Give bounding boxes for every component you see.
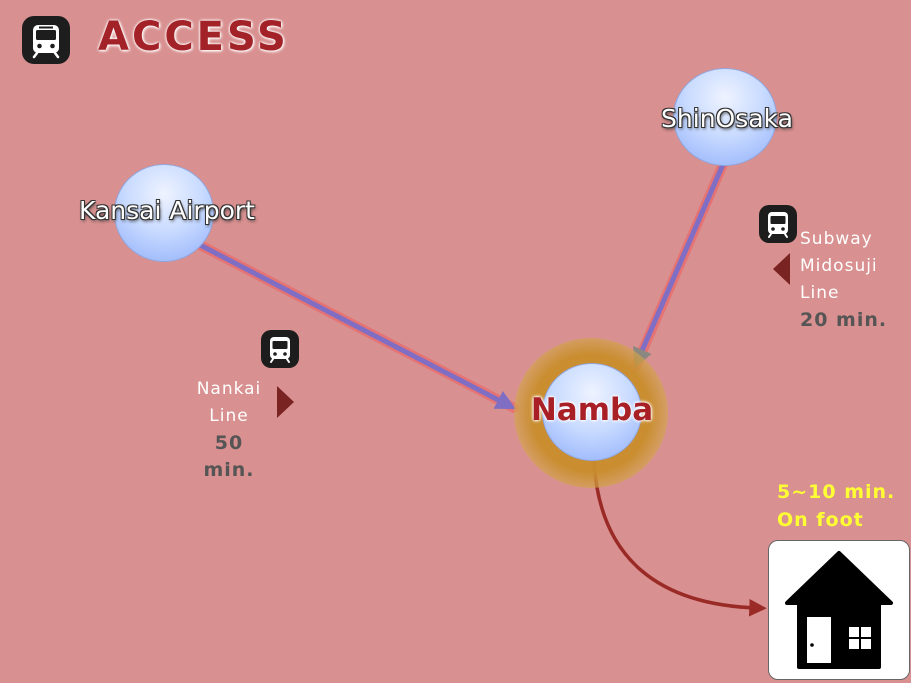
subway-travel-time: 20 min. bbox=[800, 309, 888, 331]
walk-route-arrow bbox=[592, 461, 767, 617]
kansai-airport-node bbox=[114, 164, 214, 262]
walk-time: 5~10 min. bbox=[777, 481, 896, 503]
subway-route-arrow bbox=[633, 161, 727, 369]
subway-pointer-icon bbox=[773, 253, 790, 285]
namba-label: Namba bbox=[530, 392, 654, 428]
nankai-pointer-icon bbox=[277, 386, 294, 418]
walk-info: 5~10 min. On foot bbox=[777, 478, 895, 534]
subway-line-suffix: Line bbox=[800, 283, 840, 303]
walk-mode: On foot bbox=[777, 509, 864, 531]
shinosaka-node bbox=[673, 68, 777, 166]
destination-box bbox=[768, 540, 910, 680]
nankai-travel-time: 50 min. bbox=[203, 432, 255, 481]
namba-node bbox=[542, 363, 642, 461]
subway-line-name: Midosuji bbox=[800, 256, 878, 276]
page-title: ACCESS bbox=[98, 14, 289, 60]
subway-route-text: Subway Midosuji Line 20 min. bbox=[800, 226, 887, 334]
train-icon bbox=[759, 205, 797, 243]
subway-line-type: Subway bbox=[800, 229, 873, 249]
nankai-line-name: Nankai bbox=[196, 379, 262, 399]
nankai-route-arrow bbox=[198, 242, 516, 410]
kansai-airport-label: Kansai Airport bbox=[79, 196, 255, 225]
nankai-line-suffix: Line bbox=[209, 406, 249, 426]
nankai-route-text: Nankai Line 50 min. bbox=[186, 376, 272, 484]
train-icon bbox=[261, 330, 299, 368]
shinosaka-label: ShinOsaka bbox=[661, 104, 793, 133]
house-icon bbox=[785, 551, 893, 669]
train-icon bbox=[22, 16, 70, 64]
